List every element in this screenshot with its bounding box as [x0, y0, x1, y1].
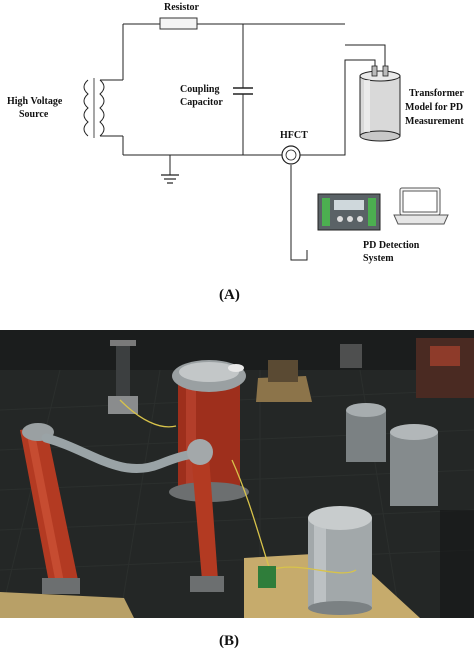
- pd-instrument-symbol: [317, 193, 381, 231]
- wooden-floor-left: [0, 592, 134, 618]
- panel-label-a: (A): [219, 287, 240, 303]
- measurement-circuit-schematic: Resistor High Voltage Source Coupling Ca…: [7, 2, 464, 303]
- wire-hfct-pd: [290, 165, 308, 261]
- wire-to-tank: [345, 44, 386, 70]
- label-transformer-1: Transformer: [409, 88, 464, 99]
- label-transformer-3: Measurement: [405, 116, 464, 127]
- coupling-capacitor-symbol: [233, 87, 253, 95]
- wooden-floor-back: [256, 376, 312, 402]
- transformer-tank-symbol: [359, 65, 401, 142]
- ground-symbol: [161, 174, 179, 184]
- right-bushing-column: [187, 439, 224, 592]
- label-hfct: HFCT: [280, 130, 308, 141]
- label-pd-detection-1: PD Detection: [363, 240, 420, 251]
- laptop-symbol: [393, 187, 449, 225]
- lab-setup-photo: [0, 330, 474, 618]
- background-silver-tanks: [346, 403, 438, 506]
- label-pd-detection-2: System: [363, 253, 394, 264]
- label-transformer-2: Model for PD: [405, 102, 463, 113]
- label-capacitor-2: Capacitor: [180, 97, 223, 108]
- label-capacitor-1: Coupling: [180, 84, 219, 95]
- flexible-hose: [41, 433, 201, 473]
- hfct-symbol: [281, 145, 301, 165]
- hfct-sensor-board: [258, 566, 276, 588]
- hv-source-symbol: [83, 78, 123, 138]
- label-hv-source-1: High Voltage: [7, 96, 63, 107]
- foreground-silver-tank: [308, 506, 372, 615]
- label-hv-source-2: Source: [19, 109, 49, 120]
- wire-bottom: [123, 59, 376, 156]
- resistor-symbol: [159, 17, 198, 30]
- label-resistor: Resistor: [164, 2, 200, 13]
- panel-label-b: (B): [219, 633, 239, 649]
